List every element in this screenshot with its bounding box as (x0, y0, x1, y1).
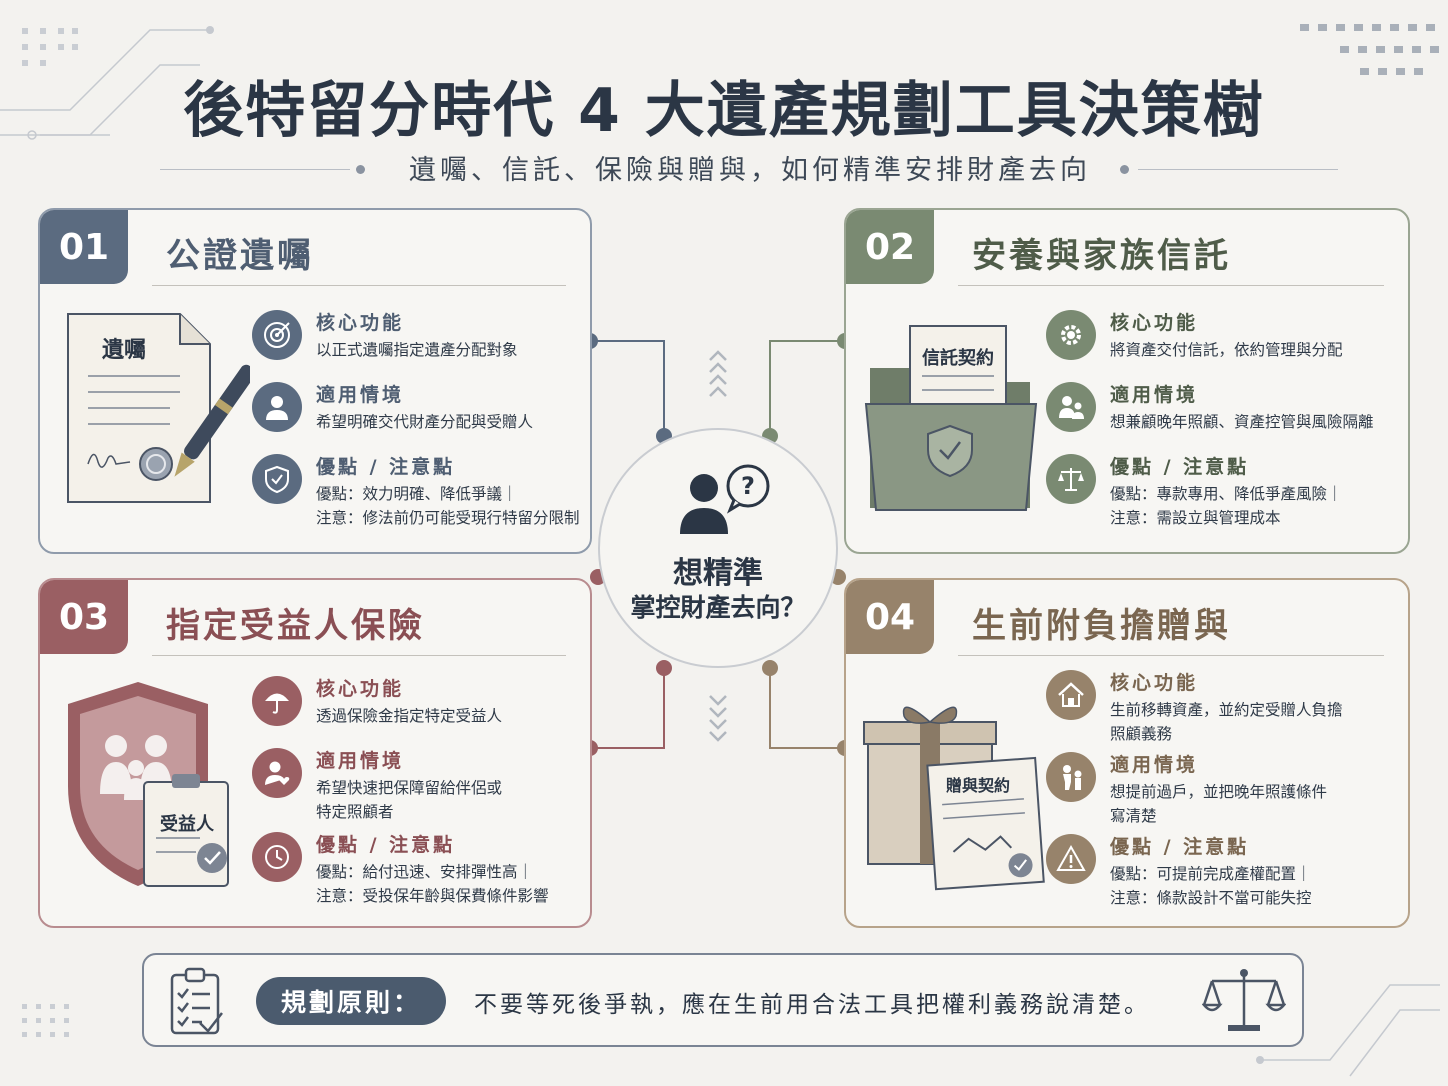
card-number: 04 (846, 580, 934, 654)
card-conditional-gift: 04 生前附負擔贈與 贈與契約 核心功能 生前移轉資產，並約定受贈人負擔 照顧義… (844, 578, 1410, 928)
card-title: 生前附負擔贈與 (972, 606, 1231, 646)
person-icon (252, 382, 302, 432)
item-text: 優點：給付迅速、安排彈性高｜ (316, 863, 534, 881)
subtitle-divider-right (1138, 169, 1338, 170)
item-text-block: 優點：效力明確、降低爭議｜ 注意：修法前仍可能受現行特留分限制 (316, 482, 590, 530)
item-text: 優點：可提前完成產權配置｜ (1110, 865, 1312, 883)
svg-text:?: ? (741, 472, 755, 500)
item-heading: 優點 / 注意點 (316, 456, 456, 478)
item-text-2: 注意：條款設計不當可能失控 (1110, 889, 1312, 907)
item-text: 生前移轉資產，並約定受贈人負擔 (1110, 701, 1343, 719)
subtitle-dot-right (1120, 165, 1129, 174)
card-number: 01 (40, 210, 128, 284)
card-title: 指定受益人保險 (166, 606, 425, 646)
checklist-icon (170, 967, 223, 1035)
item-heading: 適用情境 (316, 384, 405, 406)
item-heading: 核心功能 (316, 312, 405, 334)
card-divider (958, 655, 1384, 656)
scale-of-justice-icon (1202, 969, 1286, 1031)
item-text: 想提前過戶，並把晚年照護條件 (1110, 783, 1328, 801)
card-number: 02 (846, 210, 934, 284)
heart-person-icon (252, 748, 302, 798)
card-number: 03 (40, 580, 128, 654)
center-question: ? 想精準 掌控財產去向？ (598, 428, 838, 668)
shield-check-icon (252, 454, 302, 504)
subtitle-row: 遺囑、信託、保險與贈與，如何精準安排財產去向 (160, 148, 1340, 192)
item-text-2: 特定照顧者 (316, 803, 394, 821)
card-family-trust: 02 安養與家族信託 信託契約 核心功能 將資產交付信託，依約管理與分配 適用情… (844, 208, 1410, 554)
item-text: 優點：專款專用、降低爭產風險｜ (1110, 485, 1343, 503)
item-text: 想兼顧晚年照顧、資產控管與風險隔離 (1110, 413, 1374, 431)
family-icon (1046, 382, 1096, 432)
trust-folder-illustration (864, 325, 1038, 511)
card-divider (958, 285, 1384, 286)
caregiver-icon (1046, 752, 1096, 802)
card-divider (152, 285, 566, 286)
warning-icon (1046, 834, 1096, 884)
scale-icon (1046, 454, 1096, 504)
item-heading: 優點 / 注意點 (1110, 836, 1250, 858)
target-icon (252, 310, 302, 360)
item-text: 希望快速把保障留給伴侶或 (316, 779, 503, 797)
person-question-icon: ? (680, 464, 770, 534)
doc-label: 贈與契約 (946, 776, 1011, 795)
item-heading: 核心功能 (316, 678, 405, 700)
item-heading: 優點 / 注意點 (316, 834, 456, 856)
item-text-2: 注意：需設立與管理成本 (1110, 509, 1281, 527)
center-text-line2: 掌控財產去向？ (630, 593, 806, 622)
item-text-block: 希望快速把保障留給伴侶或 特定照顧者 (316, 776, 590, 824)
item-heading: 優點 / 注意點 (1110, 456, 1250, 478)
item-text-2: 照顧義務 (1110, 725, 1173, 743)
doc-label: 受益人 (160, 814, 214, 835)
item-text-block: 優點：專款專用、降低爭產風險｜ 注意：需設立與管理成本 (1110, 482, 1400, 530)
card-beneficiary-insurance: 03 指定受益人保險 受益人 核心功能 透過保險金指定特定受益人 適用情境 希望… (38, 578, 592, 928)
item-text: 將資產交付信託，依約管理與分配 (1110, 341, 1343, 359)
item-text: 透過保險金指定特定受益人 (316, 707, 503, 725)
item-text: 希望明確交代財產分配與受贈人 (316, 413, 534, 431)
item-heading: 適用情境 (1110, 754, 1199, 776)
page-subtitle: 遺囑、信託、保險與贈與，如何精準安排財產去向 (409, 155, 1091, 186)
insurance-shield-illustration (68, 682, 229, 887)
item-text-2: 注意：修法前仍可能受現行特留分限制 (316, 509, 580, 527)
item-text-2: 寫清楚 (1110, 807, 1157, 825)
item-text: 以正式遺囑指定遺產分配對象 (316, 341, 518, 359)
footer-principle: 規劃原則： 不要等死後爭執，應在生前用合法工具把權利義務說清楚。 (142, 953, 1304, 1047)
item-text-block: 生前移轉資產，並約定受贈人負擔 照顧義務 (1110, 698, 1400, 746)
card-title: 安養與家族信託 (972, 236, 1231, 276)
gift-contract-illustration (863, 706, 1045, 891)
page-title: 後特留分時代 4 大遺產規劃工具決策樹 (183, 76, 1265, 146)
item-heading: 核心功能 (1110, 672, 1199, 694)
card-title: 公證遺囑 (166, 236, 314, 276)
doc-label: 遺囑 (102, 338, 147, 363)
card-divider (152, 655, 566, 656)
will-document-illustration (67, 313, 250, 503)
card-notarized-will: 01 公證遺囑 遺囑 核心功能 以正式遺囑指定遺產分配對象 適用情境 希望明確交… (38, 208, 592, 554)
item-heading: 適用情境 (316, 750, 405, 772)
subtitle-dot-left (356, 165, 365, 174)
item-text-block: 優點：給付迅速、安排彈性高｜ 注意：受投保年齡與保費條件影響 (316, 860, 590, 908)
center-text-line1: 想精準 (673, 556, 763, 591)
item-text: 優點：效力明確、降低爭議｜ (316, 485, 518, 503)
item-text-block: 想提前過戶，並把晚年照護條件 寫清楚 (1110, 780, 1400, 828)
item-text-block: 優點：可提前完成產權配置｜ 注意：條款設計不當可能失控 (1110, 862, 1400, 910)
house-icon (1046, 670, 1096, 720)
subtitle-divider-left (160, 169, 350, 170)
doc-label: 信託契約 (922, 348, 994, 369)
umbrella-icon (252, 676, 302, 726)
footer-label: 規劃原則： (256, 977, 446, 1025)
clock-icon (252, 832, 302, 882)
item-heading: 適用情境 (1110, 384, 1199, 406)
item-heading: 核心功能 (1110, 312, 1199, 334)
footer-text: 不要等死後爭執，應在生前用合法工具把權利義務說清楚。 (474, 992, 1150, 1018)
gear-icon (1046, 310, 1096, 360)
item-text-2: 注意：受投保年齡與保費條件影響 (316, 887, 549, 905)
